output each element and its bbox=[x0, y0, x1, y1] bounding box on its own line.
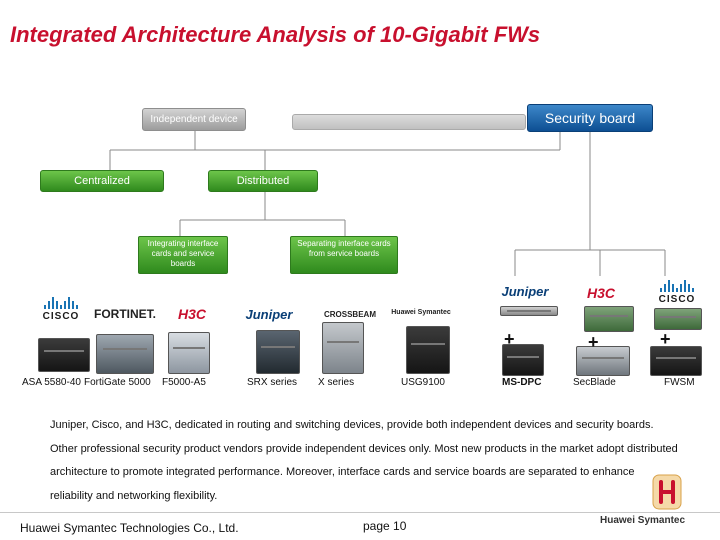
cisco-logo-text: CISCO bbox=[42, 310, 80, 322]
srx-label: SRX series bbox=[247, 377, 298, 388]
juniper-logo-1-text: Juniper bbox=[245, 306, 293, 322]
distributed-node: Distributed bbox=[208, 170, 318, 192]
h3c-logo-1: H3C bbox=[170, 303, 214, 325]
h3c-logo-2: H3C bbox=[578, 282, 624, 304]
fortinet-logo-text: FORTINET. bbox=[94, 307, 156, 321]
integrating-node: Integrating interface cards and service … bbox=[138, 236, 228, 274]
cisco-board-image bbox=[654, 308, 702, 330]
x-series-label: X series bbox=[318, 377, 355, 388]
h3c-logo-2-text: H3C bbox=[586, 285, 615, 301]
huawei-symantec-logo: Huawei Symantec bbox=[390, 302, 452, 324]
huawei-symantec-logo-text: Huawei Symantec bbox=[391, 309, 451, 316]
juniper-logo-2-text: Juniper bbox=[501, 283, 549, 299]
cisco-logo-2-text: CISCO bbox=[658, 293, 696, 305]
independent-device-node: Independent device bbox=[142, 108, 246, 131]
fortigate-label: FortiGate 5000 bbox=[84, 377, 151, 388]
security-board-node: Security board bbox=[527, 104, 653, 132]
cisco-logo-2: CISCO bbox=[652, 278, 702, 306]
plus-sign-1: + bbox=[504, 329, 515, 349]
crossbeam-logo-text: CROSSBEAM bbox=[323, 309, 376, 319]
fwsm-label: FWSM bbox=[664, 377, 695, 388]
secblade-chassis-image bbox=[576, 346, 630, 376]
h3c-logo-1-text: H3C bbox=[177, 306, 206, 322]
independent-device-label: Independent device bbox=[150, 114, 238, 125]
cisco-logo: CISCO bbox=[38, 296, 84, 322]
usg-device-image bbox=[406, 326, 450, 374]
asa-label: ASA 5580-40 bbox=[22, 377, 81, 388]
huawei-symantec-emblem-icon bbox=[652, 474, 682, 510]
secblade-label: SecBlade bbox=[573, 377, 616, 388]
integrating-label: Integrating interface cards and service … bbox=[147, 239, 219, 268]
footer-divider bbox=[0, 512, 720, 513]
h3c-board-image bbox=[584, 306, 634, 332]
crossbeam-logo: CROSSBEAM bbox=[320, 306, 380, 322]
ms-dpc-chassis-image bbox=[502, 344, 544, 376]
connector-bar bbox=[292, 114, 526, 130]
fortigate-device-image bbox=[96, 334, 154, 374]
cisco-bars-icon bbox=[44, 296, 78, 309]
cisco-bars-icon-2 bbox=[660, 279, 694, 292]
separating-label: Separating interface cards from service … bbox=[297, 239, 391, 258]
centralized-node: Centralized bbox=[40, 170, 164, 192]
page-title: Integrated Architecture Analysis of 10-G… bbox=[10, 22, 541, 47]
asa-device-image bbox=[38, 338, 90, 372]
x-series-device-image bbox=[322, 322, 364, 374]
juniper-board-image bbox=[500, 306, 558, 316]
fwsm-chassis-image bbox=[650, 346, 702, 376]
body-paragraph: Juniper, Cisco, and H3C, dedicated in ro… bbox=[50, 419, 678, 502]
separating-node: Separating interface cards from service … bbox=[290, 236, 398, 274]
centralized-label: Centralized bbox=[74, 175, 130, 187]
f5000-device-image bbox=[168, 332, 210, 374]
fortinet-logo: FORTINET. bbox=[92, 306, 158, 322]
juniper-logo-2: Juniper bbox=[490, 282, 560, 300]
security-board-label: Security board bbox=[544, 110, 636, 126]
footer-page-number: page 10 bbox=[363, 519, 407, 533]
plus-sign-3: + bbox=[660, 329, 671, 349]
distributed-label: Distributed bbox=[236, 175, 290, 187]
usg-label: USG9100 bbox=[401, 377, 445, 388]
footer-company: Huawei Symantec Technologies Co., Ltd. bbox=[20, 521, 239, 535]
juniper-logo-1: Juniper bbox=[234, 304, 304, 324]
f5000-label: F5000-A5 bbox=[162, 377, 206, 388]
footer-brand-logo: Huawei Symantec bbox=[600, 515, 686, 526]
plus-sign-2: + bbox=[588, 332, 599, 352]
ms-dpc-label: MS-DPC bbox=[502, 377, 542, 388]
srx-device-image bbox=[256, 330, 300, 374]
